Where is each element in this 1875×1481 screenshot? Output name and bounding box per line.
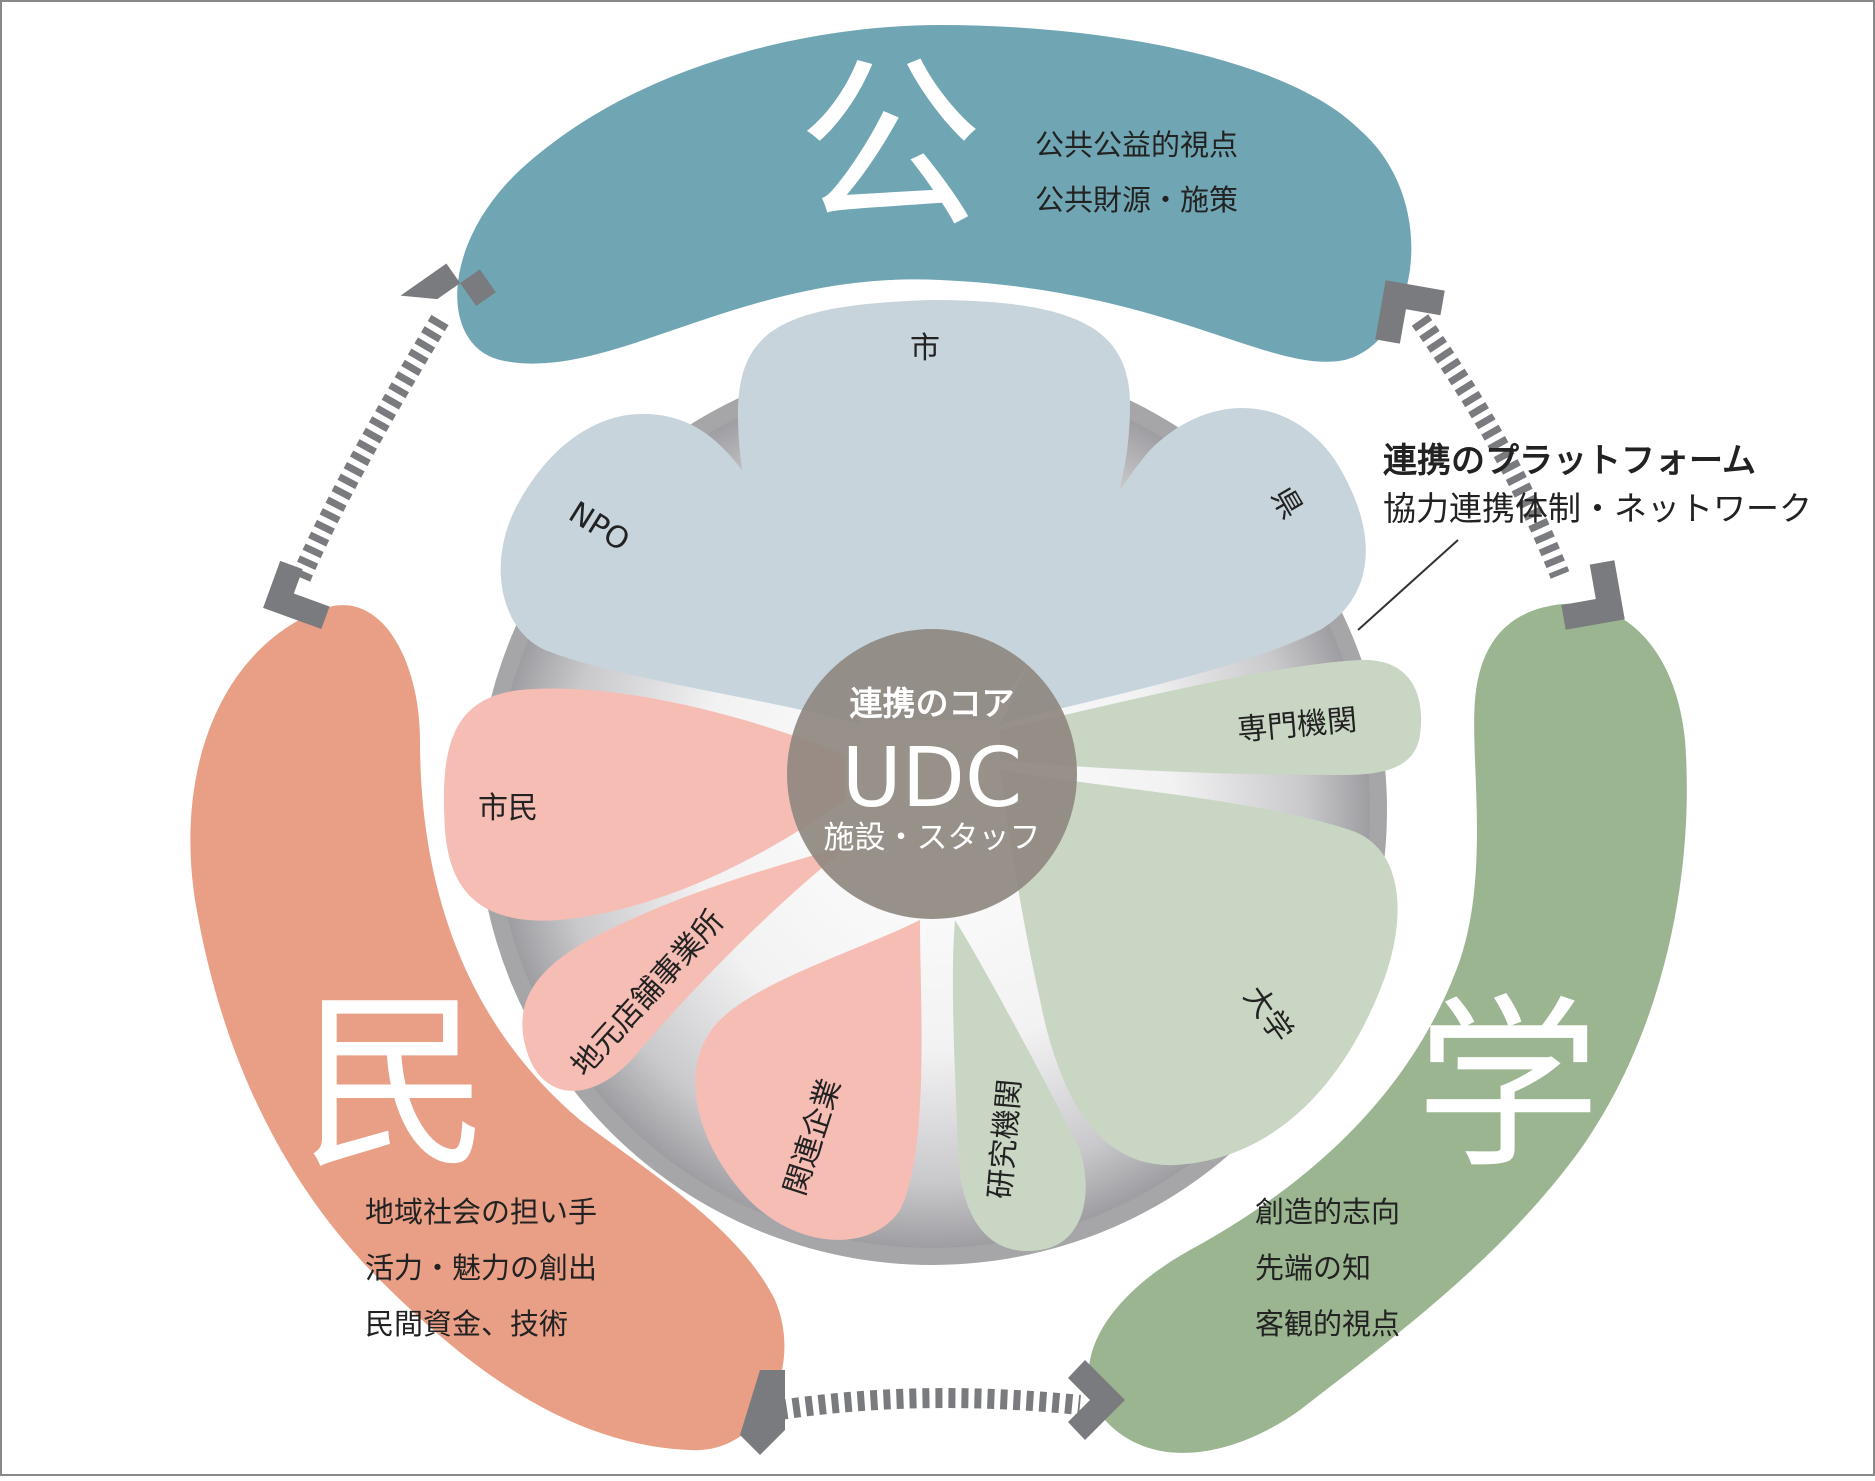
arrowhead-icon: [1068, 1360, 1125, 1440]
arrowhead-icon: [1561, 560, 1625, 630]
academia-sector-line-3: 客観的視点: [1255, 1307, 1400, 1341]
connector-citizen-academia: [740, 1360, 1125, 1455]
public-sector-label: 公: [798, 38, 983, 254]
petal-residents: [443, 688, 845, 921]
arrowhead-icon: [1375, 280, 1445, 344]
petal-prefecture: [1000, 407, 1366, 725]
citizen-sector-label: 民: [300, 974, 490, 1195]
connector-public-academia: [1375, 280, 1625, 630]
core-name: UDC: [842, 731, 1022, 826]
connector-line: [290, 314, 449, 584]
petal-npo: [500, 413, 860, 725]
public-sector-shape: [457, 25, 1412, 364]
petal-label-city: 市: [910, 331, 940, 366]
platform-subtitle: 協力連携体制・ネットワーク: [1383, 489, 1812, 528]
academia-sector-label: 学: [1416, 978, 1601, 1194]
arrowhead-icon: [740, 1370, 785, 1455]
academia-sector-shape: [1088, 603, 1687, 1453]
public-sector-line-2: 公共財源・施策: [1035, 183, 1238, 217]
citizen-sector-line-3: 民間資金、技術: [365, 1307, 568, 1341]
core-title: 連携のコア: [850, 684, 1015, 723]
petal-specialist: [1000, 659, 1422, 775]
petals: [443, 300, 1422, 1252]
petal-university: [1000, 770, 1398, 1166]
core-circle: [787, 629, 1077, 919]
arrowhead-icon: [400, 263, 496, 307]
connector-line: [1411, 314, 1570, 579]
citizen-sector-line-1: 地域社会の担い手: [365, 1195, 597, 1229]
public-sector-line-1: 公共公益的視点: [1035, 128, 1238, 162]
citizen-sector-line-2: 活力・魅力の創出: [365, 1251, 597, 1285]
core-subtitle: 施設・スタッフ: [824, 820, 1041, 856]
connector-line: [778, 1388, 1081, 1420]
petal-local-shops: [522, 845, 850, 1091]
petal-label-residents: 市民: [478, 791, 538, 826]
academia-sector-line-1: 創造的志向: [1255, 1195, 1400, 1229]
petal-city: [737, 300, 1130, 720]
platform-leader-line: [1357, 539, 1459, 631]
platform-title: 連携のプラットフォーム: [1383, 441, 1756, 481]
academia-sector-line-2: 先端の知: [1255, 1251, 1371, 1285]
arrowhead-icon: [263, 560, 330, 630]
petal-companies: [695, 920, 922, 1240]
citizen-sector-shape: [190, 605, 785, 1451]
connector-public-citizen: [263, 263, 496, 630]
petal-research: [952, 920, 1086, 1252]
